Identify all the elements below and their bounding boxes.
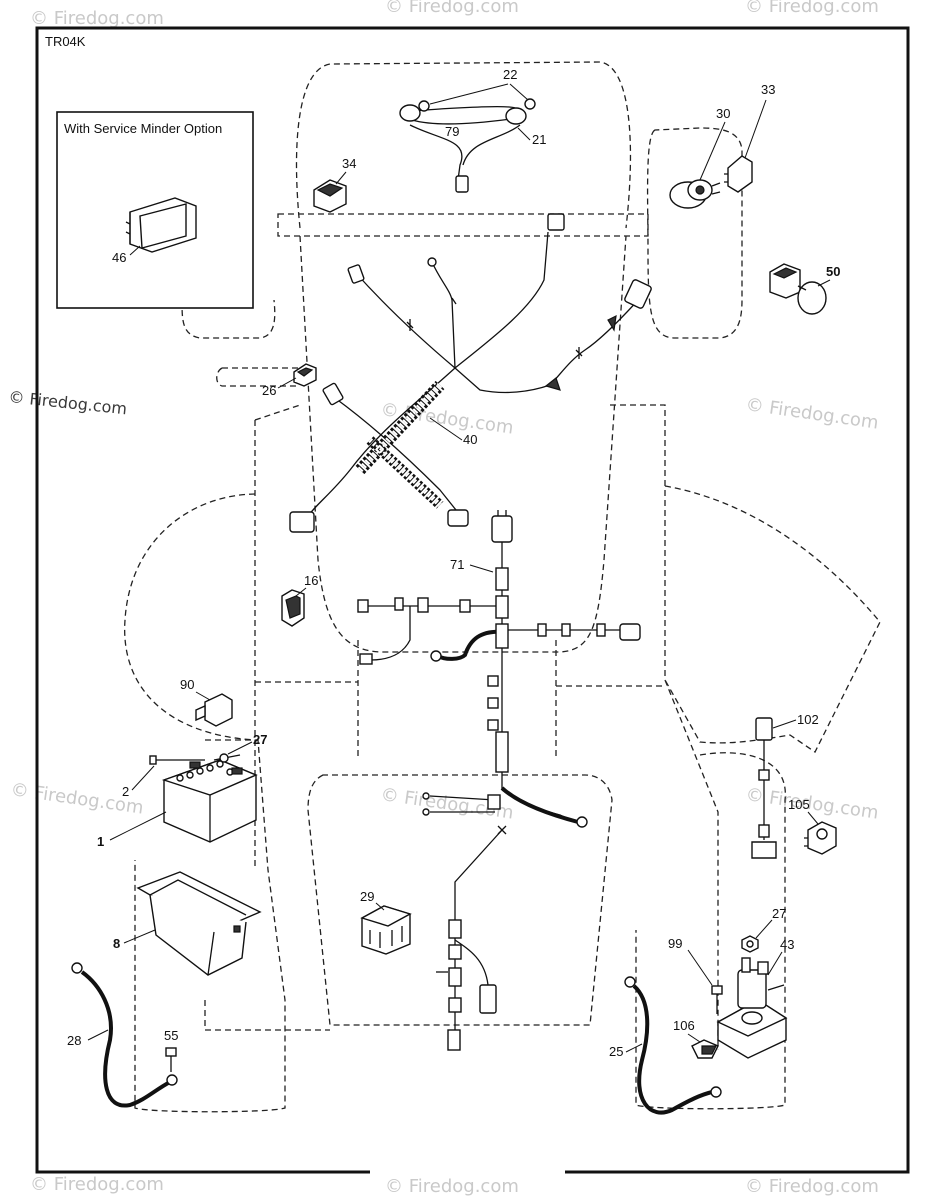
callout-40: 40	[463, 432, 477, 447]
callout-25: 25	[609, 1044, 623, 1059]
watermark: © Firedog.com	[379, 399, 514, 438]
inset-title: With Service Minder Option	[64, 121, 222, 136]
callout-28: 28	[67, 1033, 81, 1048]
callout-2: 2	[122, 784, 129, 799]
part-102-harness: 102	[751, 712, 819, 859]
cable-25: 25	[609, 976, 722, 1115]
callout-43: 43	[780, 937, 794, 952]
battery-1: 1 2 27	[97, 732, 267, 849]
watermark: © Firedog.com	[744, 394, 879, 433]
watermark: © Firedog.com	[30, 1174, 164, 1195]
diagram-code: TR04K	[45, 34, 86, 49]
part-106-clip: 106	[673, 1018, 719, 1059]
watermark: © Firedog.com	[385, 1176, 519, 1197]
callout-1: 1	[97, 834, 104, 849]
callout-105: 105	[788, 797, 810, 812]
part-30-ignition-switch: 30	[669, 106, 730, 209]
callout-21: 21	[532, 132, 546, 147]
callout-8: 8	[113, 936, 120, 951]
callout-90: 90	[180, 677, 194, 692]
watermark: © Firedog.com	[385, 0, 519, 17]
callout-27-battery: 27	[253, 732, 267, 747]
part-16-relay: 16	[281, 573, 318, 627]
bolt-99: 99	[668, 936, 723, 1014]
callout-27-solenoid: 27	[772, 906, 786, 921]
watermark-margin: © Firedog.com	[8, 387, 128, 418]
part-33-module: 33	[724, 82, 775, 193]
callout-34: 34	[342, 156, 356, 171]
callout-30: 30	[716, 106, 730, 121]
callout-22: 22	[503, 67, 517, 82]
callout-29: 29	[360, 889, 374, 904]
callout-99: 99	[668, 936, 682, 951]
service-minder-inset: With Service Minder Option 46	[56, 111, 254, 309]
solenoid-43: 43	[716, 937, 794, 1059]
watermark: © Firedog.com	[745, 0, 879, 17]
nut-27: 27	[741, 906, 786, 953]
callout-46: 46	[112, 250, 126, 265]
headlight-harness: 22 79 21	[399, 67, 546, 193]
part-29-switch: 29	[360, 889, 412, 955]
main-harness-40: 40	[289, 213, 652, 533]
callout-16: 16	[304, 573, 318, 588]
part-55-bolt: 55	[164, 1028, 178, 1072]
part-50-pto-switch: 50	[769, 263, 840, 315]
callout-26: 26	[262, 383, 276, 398]
callout-79: 79	[445, 124, 459, 139]
lower-harness	[422, 786, 588, 1051]
callout-55: 55	[164, 1028, 178, 1043]
battery-tray-8: 8	[113, 871, 262, 976]
tractor-outline	[124, 61, 881, 1113]
part-90-diode: 90	[180, 677, 233, 727]
callout-71: 71	[450, 557, 464, 572]
watermark: © Firedog.com	[30, 8, 164, 29]
part-105-relay: 105	[788, 797, 837, 855]
watermark: © Firedog.com	[745, 1176, 879, 1197]
part-26-clip: 26	[262, 363, 317, 398]
part-34-switch: 34	[313, 156, 356, 213]
outer-border	[35, 26, 910, 1174]
callout-50: 50	[826, 264, 840, 279]
callout-106: 106	[673, 1018, 695, 1033]
callout-33: 33	[761, 82, 775, 97]
cable-28: 28	[67, 962, 178, 1108]
callout-102: 102	[797, 712, 819, 727]
service-minder-module	[125, 197, 197, 253]
harness-71: 71	[357, 510, 641, 790]
